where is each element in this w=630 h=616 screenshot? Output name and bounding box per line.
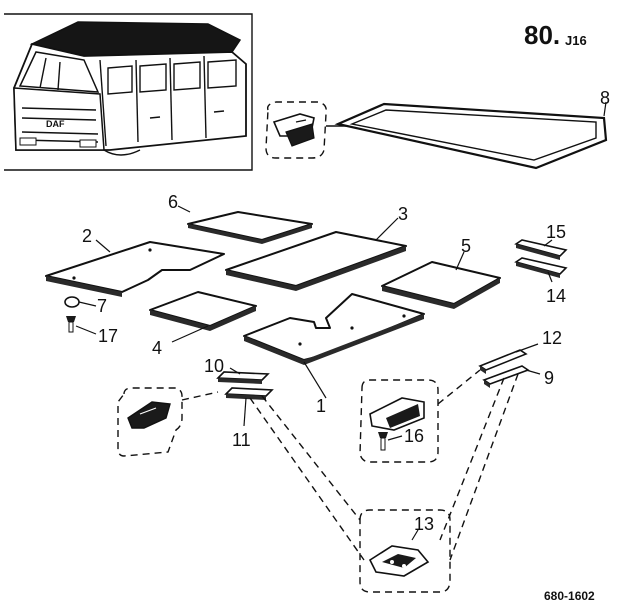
- detail-box-left: [117, 387, 219, 457]
- part-9-clip: [482, 365, 530, 388]
- detail-box-13: [359, 509, 451, 593]
- part-14-clip: [514, 257, 568, 278]
- part-4-panel: [149, 291, 257, 331]
- part-2-panel: [45, 241, 225, 297]
- callout-11: 11: [232, 430, 251, 450]
- callout-17: 17: [98, 326, 118, 346]
- link-line-9-13b: [449, 373, 519, 561]
- callout-13: 13: [414, 514, 434, 534]
- part-11-clip: [224, 387, 274, 400]
- callout-10: 10: [204, 356, 224, 376]
- callout-5: 5: [461, 236, 471, 256]
- callout-3: 3: [398, 204, 408, 224]
- callout-15: 15: [546, 222, 566, 242]
- page-code: 80.: [524, 20, 560, 50]
- callout-16: 16: [404, 426, 424, 446]
- part-12-clip: [478, 349, 528, 374]
- link-line-9-13a: [439, 377, 505, 541]
- part-3-panel: [225, 231, 407, 291]
- callout-4: 4: [152, 338, 162, 358]
- page-code-sub: J16: [565, 33, 587, 48]
- part-15-clip: [514, 239, 568, 260]
- callout-2: 2: [82, 226, 92, 246]
- leader-lines: [95, 101, 607, 541]
- link-line-11-13a: [249, 397, 365, 561]
- callout-7: 7: [97, 296, 107, 316]
- part-5-panel: [381, 261, 501, 309]
- callout-8: 8: [600, 88, 610, 108]
- part-7-washer: [64, 296, 97, 308]
- cab-inset: DAF: [4, 13, 253, 171]
- part-10-clip: [216, 371, 270, 384]
- link-line-11-13b: [261, 395, 361, 521]
- callout-1: 1: [316, 396, 326, 416]
- part-6-panel: [187, 211, 313, 244]
- callout-12: 12: [542, 328, 562, 348]
- part-1-panel: [243, 293, 425, 365]
- callout-14: 14: [546, 286, 566, 306]
- drawing-reference: 680-1602: [544, 589, 595, 603]
- callout-9: 9: [544, 368, 554, 388]
- truck-badge: DAF: [46, 119, 65, 129]
- detail-box-16: [359, 369, 481, 463]
- part-8-roof-seal: [265, 101, 608, 170]
- callout-6: 6: [168, 192, 178, 212]
- part-17-screw: [66, 316, 97, 335]
